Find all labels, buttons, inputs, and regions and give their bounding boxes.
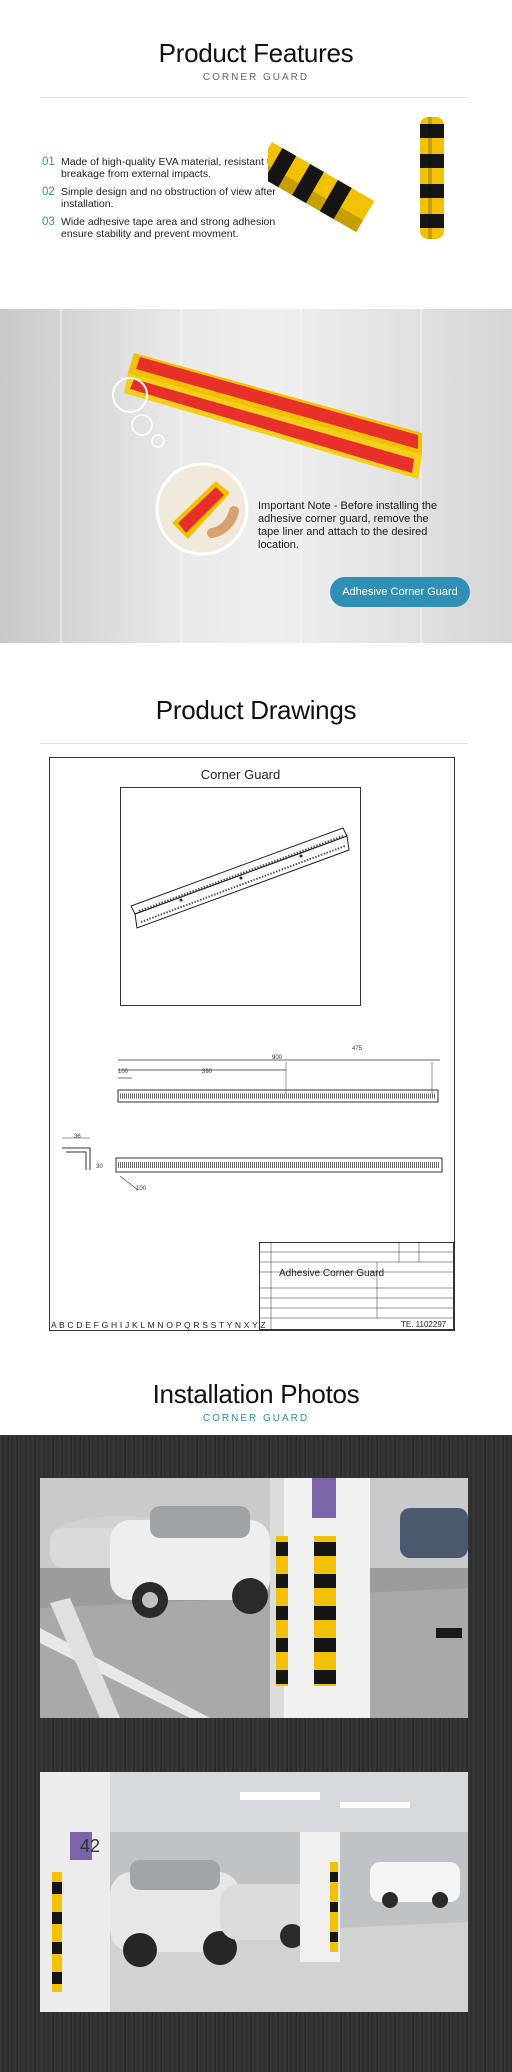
drawing-number: TE. 1102297 <box>401 1320 447 1329</box>
side-profile-drawing <box>62 1137 443 1191</box>
installation-title: Installation Photos <box>152 1379 360 1409</box>
feature-number: 02 <box>42 186 55 198</box>
adhesive-corner-guard-button[interactable]: Adhesive Corner Guard <box>330 577 470 607</box>
installation-subtitle: CORNER GUARD <box>202 1413 310 1424</box>
title-block-part-name: Adhesive Corner Guard <box>279 1268 385 1279</box>
title-block <box>259 1242 454 1330</box>
feature-text: Made of high-quality EVA material, resis… <box>61 156 276 180</box>
features-subtitle: CORNER GUARD <box>202 72 310 83</box>
corner-guard-product-image <box>268 117 444 239</box>
drawing-view-title: Corner Guard <box>200 767 281 782</box>
feature-text: Wide adhesive tape area and strong adhes… <box>61 216 276 240</box>
grid-reference-letters: A B C D E F G H I J K L M N O P Q R S S … <box>51 1320 266 1330</box>
dimension-label: 475 <box>352 1046 363 1052</box>
installation-photo-2: 42 <box>40 1772 468 2012</box>
feature-number: 01 <box>42 156 55 168</box>
tape-liner-zoom-icon <box>155 462 249 556</box>
dimension-label: 100 <box>136 1186 147 1192</box>
features-section: Product Features CORNER GUARD 01 Made of… <box>0 0 512 309</box>
background-streak <box>60 309 62 643</box>
dimension-label: 30 <box>96 1164 103 1170</box>
parking-garage-photo <box>40 1478 468 1718</box>
adhesive-guard-illustration <box>112 353 422 479</box>
installation-gallery: 42 <box>0 1435 512 2072</box>
features-title: Product Features <box>158 38 354 68</box>
feature-text: Simple design and no obstruction of view… <box>61 186 276 210</box>
pillar-number: 42 <box>80 1836 101 1856</box>
divider <box>40 97 468 98</box>
isometric-guard-drawing <box>130 827 350 929</box>
dimension-label: 390 <box>202 1069 213 1075</box>
parking-garage-photo <box>40 1772 468 2012</box>
dimension-label: 36 <box>74 1134 81 1140</box>
front-elevation-drawing <box>117 1059 440 1103</box>
isometric-view-frame <box>120 787 361 1006</box>
background-streak <box>300 309 302 643</box>
dimension-label: 100 <box>118 1069 129 1075</box>
dimension-label: 900 <box>272 1055 283 1061</box>
divider <box>40 743 468 744</box>
installation-photo-1 <box>40 1478 468 1718</box>
adhesive-banner: Important Note - Before installing the a… <box>0 309 512 643</box>
installation-header: Installation Photos CORNER GUARD <box>0 1343 512 1435</box>
technical-drawing-sheet <box>49 757 455 1331</box>
background-streak <box>420 309 422 643</box>
drawings-title: Product Drawings <box>155 695 357 725</box>
drawings-section: Product Drawings <box>0 643 512 1343</box>
feature-number: 03 <box>42 216 55 228</box>
installation-note: Important Note - Before installing the a… <box>258 500 438 551</box>
